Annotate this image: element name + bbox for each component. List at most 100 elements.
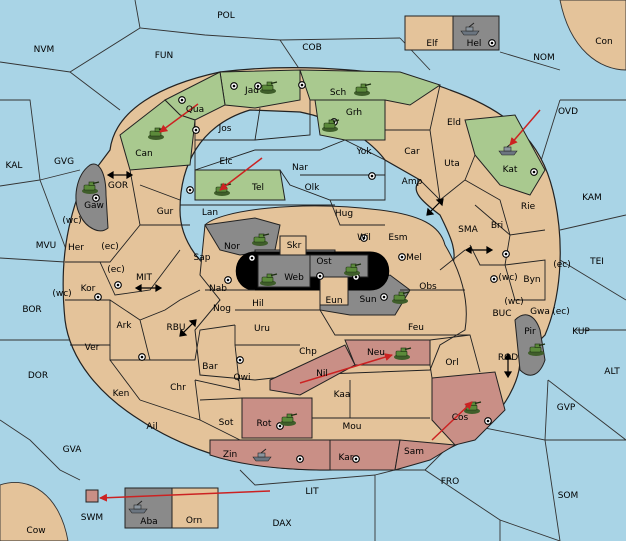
land-label-wil: Wil: [357, 233, 371, 243]
land-label-lan: Lan: [202, 208, 218, 218]
land-label-her: Her: [68, 243, 84, 253]
supply-center-dot: [278, 424, 282, 428]
land-label-feu: Feu: [408, 323, 424, 333]
supply-center-dot: [96, 295, 100, 299]
order-arrow: [219, 157, 263, 191]
coast-label-kor-ec: (ec): [107, 265, 125, 275]
sea-label-fun: FUN: [155, 51, 174, 61]
land-label-sot: Sot: [219, 418, 234, 428]
supply-center-dot: [180, 98, 184, 102]
land-label-elf: Elf: [426, 39, 438, 49]
order-arrows: [99, 103, 541, 502]
land-label-qwi: Qwi: [234, 373, 251, 383]
sea-label-sma: SMA: [458, 225, 478, 235]
sea-label-kam: KAM: [582, 193, 602, 203]
order-arrow: [299, 353, 393, 384]
supply-center-dot: [226, 278, 230, 282]
supply-center-dot: [486, 419, 490, 423]
sea-label-rbu: RBU: [166, 323, 185, 333]
land-label-cos: Cos: [452, 413, 469, 423]
land-label-byn: Byn: [523, 275, 540, 285]
land-label-uru: Uru: [254, 324, 270, 334]
order-arrow: [509, 109, 541, 146]
coast-label-byn-ec: (ec): [553, 260, 571, 270]
sea-label-som: SOM: [558, 491, 579, 501]
supply-center-dot: [194, 128, 198, 132]
land-label-sch: Sch: [330, 88, 346, 98]
land-label-qua: Qua: [186, 105, 204, 115]
land-label-olk: Olk: [305, 183, 321, 193]
region-elf[interactable]: [404, 15, 454, 51]
land-label-amp: Amp: [402, 177, 423, 187]
sea-label-kal: KAL: [6, 161, 23, 171]
sea-label-lit: LIT: [305, 487, 319, 497]
land-label-nor: Nor: [224, 242, 240, 252]
sea-label-cob: COB: [302, 43, 322, 53]
land-borders: [65, 84, 546, 441]
sea-label-bor: BOR: [22, 305, 41, 315]
sea-label-gvp: GVP: [557, 403, 576, 413]
land-label-hil: Hil: [252, 299, 264, 309]
land-label-mel: Mel: [406, 253, 422, 263]
land-label-uta: Uta: [444, 159, 460, 169]
land-label-web: Web: [284, 273, 304, 283]
coast-label-gwa-wc: (wc): [504, 297, 523, 307]
coast-label-gwa-ec: (ec): [552, 307, 570, 317]
land-label-ark: Ark: [116, 321, 132, 331]
land-label-aba: Aba: [140, 517, 157, 527]
sea-label-nvm: NVM: [34, 45, 55, 55]
land-label-rot: Rot: [257, 419, 272, 429]
sea-label-rod: ROD: [498, 353, 518, 363]
land-label-car: Car: [404, 147, 420, 157]
swm-small-island: [85, 489, 99, 503]
land-label-kat: Kat: [503, 165, 518, 175]
land-label-can: Can: [135, 149, 153, 159]
land-label-ost: Ost: [316, 257, 332, 267]
supply-center-dot: [318, 274, 322, 278]
supply-center-dot: [250, 256, 254, 260]
supply-center-dot: [298, 457, 302, 461]
land-label-rie: Rie: [521, 202, 536, 212]
land-label-gwa: Gwa: [530, 307, 550, 317]
sea-label-gor: GOR: [108, 181, 128, 191]
order-arrow: [99, 490, 271, 502]
land-label-kor: Kor: [81, 284, 96, 294]
supply-center-dot: [490, 41, 494, 45]
land-label-ver: Ver: [85, 343, 100, 353]
land-label-mou: Mou: [343, 422, 362, 432]
supply-center-dot: [370, 174, 374, 178]
land-label-gur: Gur: [157, 207, 174, 217]
coast-label-her-ec: (ec): [101, 242, 119, 252]
supply-center-dot: [238, 358, 242, 362]
sea-label-pol: POL: [217, 11, 235, 21]
land-label-tel: Tel: [251, 183, 264, 193]
land-label-sam: Sam: [404, 447, 424, 457]
land-label-nab: Nab: [209, 284, 227, 294]
supply-center-dot: [300, 83, 304, 87]
land-label-bar: Bar: [202, 362, 218, 372]
land-label-nar: Nar: [292, 163, 308, 173]
land-label-ken: Ken: [113, 389, 130, 399]
land-label-gaw: Gaw: [84, 201, 104, 211]
land-label-bri: Bri: [491, 221, 503, 231]
land-label-skr: Skr: [287, 241, 302, 251]
sea-label-mit: MIT: [136, 273, 152, 283]
supply-center-dot: [188, 188, 192, 192]
sea-label-dax: DAX: [272, 519, 291, 529]
land-label-hug: Hug: [335, 209, 353, 219]
supply-center-dot: [400, 255, 404, 259]
order-arrow: [159, 103, 199, 133]
supply-center-dot: [232, 84, 236, 88]
land-label-jos: Jos: [218, 124, 232, 134]
land-label-eun: Eun: [325, 296, 342, 306]
land-label-jad: Jad: [244, 86, 259, 96]
sea-label-nom: NOM: [533, 53, 555, 63]
land-label-kaa: Kaa: [334, 390, 351, 400]
supply-center-dot: [140, 355, 144, 359]
land-label-nil: Nil: [316, 369, 328, 379]
land-label-zin: Zin: [223, 450, 237, 460]
